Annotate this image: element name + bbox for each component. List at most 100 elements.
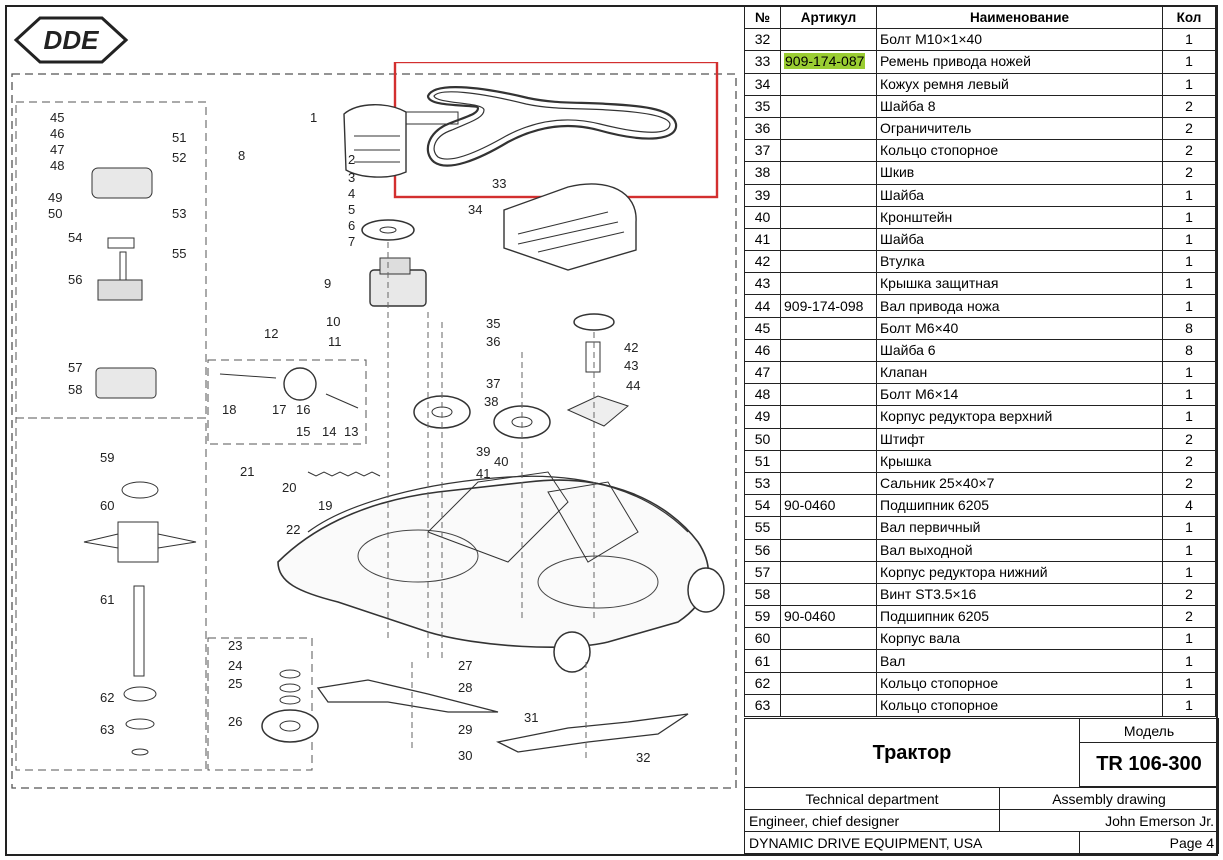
callout-label: 25 bbox=[228, 676, 242, 691]
callout-label: 42 bbox=[624, 340, 638, 355]
callout-label: 7 bbox=[348, 234, 355, 249]
row-number: 58 bbox=[744, 582, 781, 607]
callout-label: 17 bbox=[272, 402, 286, 417]
row-name: Крышка защитная bbox=[876, 272, 1163, 296]
row-number: 37 bbox=[744, 139, 781, 163]
row-number: 60 bbox=[744, 627, 781, 651]
row-quantity: 2 bbox=[1162, 605, 1216, 629]
row-quantity: 8 bbox=[1162, 338, 1216, 363]
row-quantity: 2 bbox=[1162, 161, 1216, 185]
row-number: 63 bbox=[744, 693, 781, 718]
row-number: 32 bbox=[744, 28, 781, 52]
header-article: Артикул bbox=[780, 5, 877, 30]
row-number: 36 bbox=[744, 116, 781, 141]
callout-label: 19 bbox=[318, 498, 332, 513]
row-quantity: 1 bbox=[1162, 627, 1216, 651]
callout-label: 39 bbox=[476, 444, 490, 459]
callout-label: 2 bbox=[348, 152, 355, 167]
callout-label: 55 bbox=[172, 246, 186, 261]
row-name: Втулка bbox=[876, 250, 1163, 274]
row-article bbox=[780, 471, 877, 496]
company-name: DYNAMIC DRIVE EQUIPMENT, USA bbox=[744, 831, 1080, 854]
callout-label: 9 bbox=[324, 276, 331, 291]
callout-label: 30 bbox=[458, 748, 472, 763]
callout-label: 49 bbox=[48, 190, 62, 205]
row-number: 48 bbox=[744, 383, 781, 407]
highlighted-article: 909-174-087 bbox=[784, 53, 866, 70]
row-quantity: 2 bbox=[1162, 471, 1216, 496]
callout-label: 59 bbox=[100, 450, 114, 465]
row-number: 54 bbox=[744, 494, 781, 518]
callout-label: 45 bbox=[50, 110, 64, 125]
row-name: Корпус редуктора верхний bbox=[876, 405, 1163, 429]
row-quantity: 1 bbox=[1162, 272, 1216, 296]
row-article bbox=[780, 560, 877, 584]
row-name: Корпус редуктора нижний bbox=[876, 560, 1163, 584]
row-number: 55 bbox=[744, 516, 781, 540]
sheet-frame bbox=[5, 5, 1218, 856]
row-article bbox=[780, 116, 877, 141]
header-number: № bbox=[744, 5, 781, 30]
row-article: 90-0460 bbox=[780, 605, 877, 629]
designer-name: John Emerson Jr. bbox=[999, 809, 1219, 832]
row-name: Подшипник 6205 bbox=[876, 494, 1163, 518]
row-name: Кольцо стопорное bbox=[876, 139, 1163, 163]
row-article bbox=[780, 582, 877, 607]
row-name: Сальник 25×40×7 bbox=[876, 471, 1163, 496]
row-quantity: 2 bbox=[1162, 139, 1216, 163]
row-name: Вал первичный bbox=[876, 516, 1163, 540]
designer-role: Engineer, chief designer bbox=[744, 809, 1000, 832]
callout-label: 40 bbox=[494, 454, 508, 469]
row-number: 42 bbox=[744, 250, 781, 274]
callout-label: 48 bbox=[50, 158, 64, 173]
row-quantity: 1 bbox=[1162, 516, 1216, 540]
table-header-row: № Артикул Наименование Кол bbox=[744, 5, 1216, 30]
row-name: Кожух ремня левый bbox=[876, 72, 1163, 96]
callout-label: 50 bbox=[48, 206, 62, 221]
row-number: 57 bbox=[744, 560, 781, 584]
callout-label: 35 bbox=[486, 316, 500, 331]
exploded-view: 1234567891011121314151617181920212223242… bbox=[11, 60, 737, 789]
row-quantity: 1 bbox=[1162, 294, 1216, 318]
callout-label: 41 bbox=[476, 466, 490, 481]
row-name: Болт М6×40 bbox=[876, 316, 1163, 340]
row-number: 41 bbox=[744, 227, 781, 252]
callout-label: 16 bbox=[296, 402, 310, 417]
model-number: TR 106-300 bbox=[1079, 742, 1219, 787]
callout-label: 63 bbox=[100, 722, 114, 737]
row-name: Шайба bbox=[876, 227, 1163, 252]
row-quantity: 1 bbox=[1162, 28, 1216, 52]
row-number: 45 bbox=[744, 316, 781, 340]
row-quantity: 2 bbox=[1162, 94, 1216, 118]
row-quantity: 1 bbox=[1162, 227, 1216, 252]
row-article bbox=[780, 627, 877, 651]
row-article bbox=[780, 205, 877, 229]
callout-label: 58 bbox=[68, 382, 82, 397]
row-quantity: 1 bbox=[1162, 671, 1216, 695]
row-quantity: 1 bbox=[1162, 360, 1216, 385]
row-article bbox=[780, 649, 877, 673]
row-number: 50 bbox=[744, 427, 781, 451]
row-name: Вал bbox=[876, 649, 1163, 673]
row-number: 46 bbox=[744, 338, 781, 363]
row-number: 44 bbox=[744, 294, 781, 318]
row-number: 43 bbox=[744, 272, 781, 296]
row-article bbox=[780, 139, 877, 163]
row-quantity: 1 bbox=[1162, 205, 1216, 229]
row-quantity: 1 bbox=[1162, 405, 1216, 429]
callout-label: 36 bbox=[486, 334, 500, 349]
callout-label: 31 bbox=[524, 710, 538, 725]
row-name: Кронштейн bbox=[876, 205, 1163, 229]
callout-label: 24 bbox=[228, 658, 242, 673]
